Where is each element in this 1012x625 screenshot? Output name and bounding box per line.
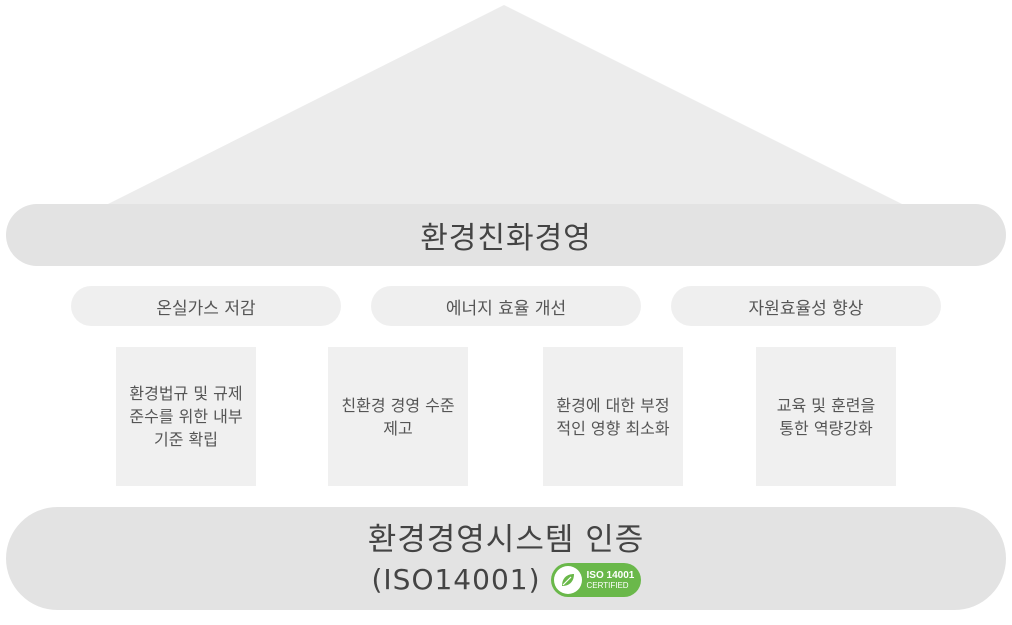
- top-banner: 환경친화경영: [6, 204, 1006, 266]
- top-banner-title: 환경친화경영: [420, 221, 592, 256]
- foundation-subtitle: (ISO14001): [371, 563, 541, 596]
- badge-line1: ISO 14001: [586, 569, 635, 581]
- pillar-box: 환경법규 및 규제 준수를 위한 내부 기준 확립: [116, 347, 256, 486]
- pillar-box: 친환경 경영 수준 제고: [328, 347, 468, 486]
- leaf-icon: [553, 565, 582, 594]
- goal-pill: 온실가스 저감: [71, 286, 341, 326]
- goal-pill: 에너지 효율 개선: [371, 286, 641, 326]
- iso-certified-badge: ISO 14001 CERTIFIED: [550, 562, 641, 597]
- foundation-title: 환경경영시스템 인증: [367, 521, 645, 558]
- foundation-subtitle-row: (ISO14001) ISO 14001 CERTIFIED: [371, 562, 641, 597]
- roof-triangle: [108, 5, 902, 204]
- goal-pill: 자원효율성 향상: [671, 286, 941, 326]
- foundation-banner: 환경경영시스템 인증 (ISO14001) ISO 14001 CERTIFIE…: [6, 507, 1006, 610]
- pillar-box: 교육 및 훈련을 통한 역량강화: [756, 347, 896, 486]
- pillar-box: 환경에 대한 부정 적인 영향 최소화: [543, 347, 683, 486]
- badge-line2: CERTIFIED: [586, 580, 629, 590]
